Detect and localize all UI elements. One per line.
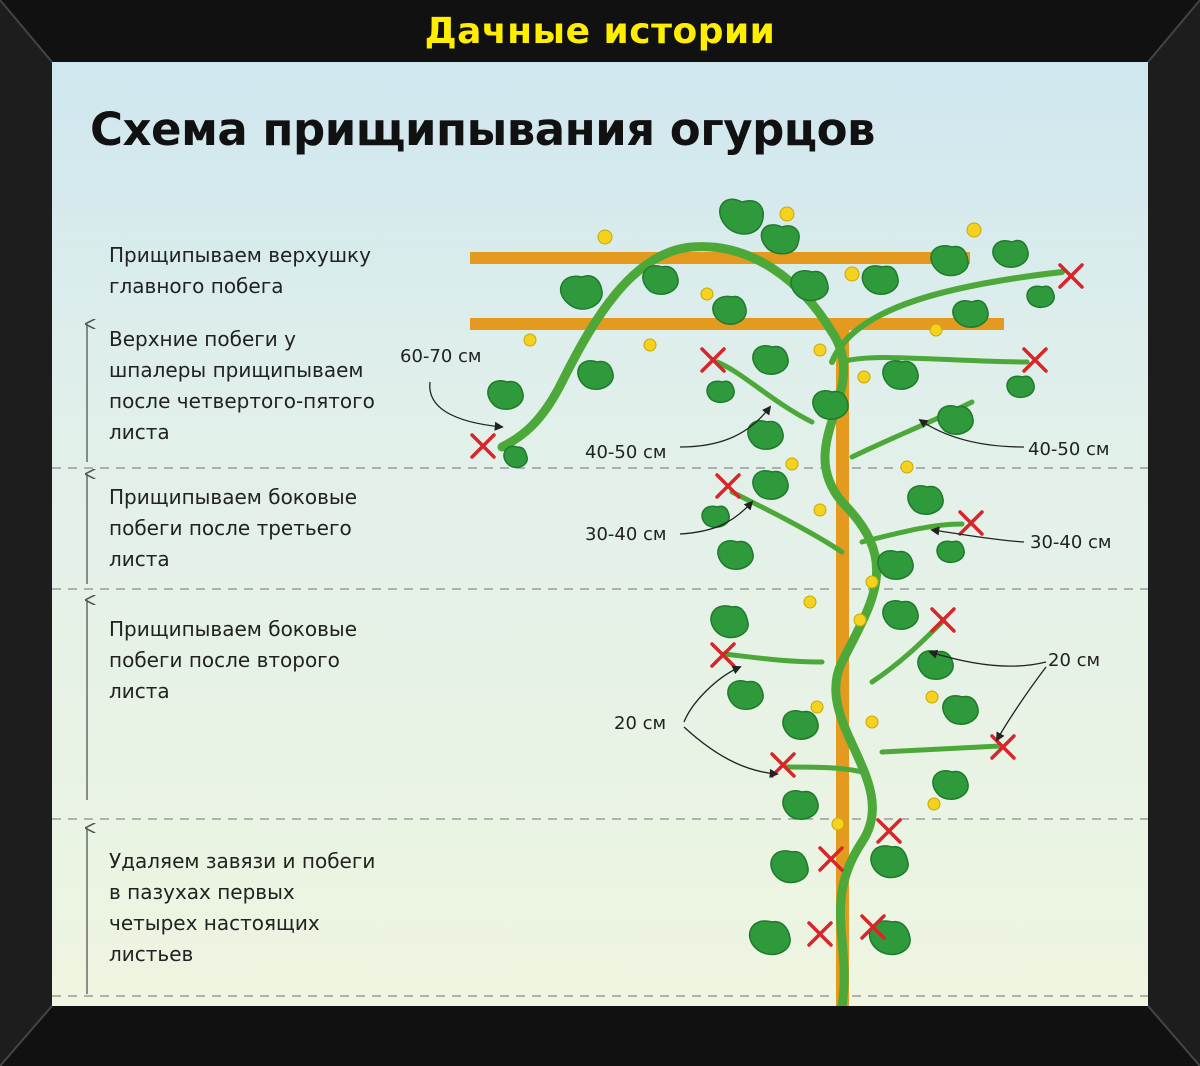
cucumber-diagram	[52, 198, 1148, 1006]
diagram-panel: Схема прищипывания огурцов Прищипываем в…	[52, 62, 1148, 1006]
measure-30-40-left: 30-40 см	[585, 524, 667, 545]
step-upper-shoots: Верхние побеги у шпалеры прищипываем пос…	[109, 327, 375, 444]
measure-30-40-right: 30-40 см	[1030, 532, 1112, 553]
measurement-pointers	[429, 381, 1047, 778]
step-side-shoots-third: Прищипываем боковые побеги после третьег…	[109, 485, 357, 571]
measure-20-right: 20 см	[1048, 650, 1101, 671]
leaf-icon	[487, 198, 1055, 956]
measure-20-left: 20 см	[614, 713, 667, 734]
channel-title: Дачные истории	[424, 11, 776, 52]
step-remove-ovaries: Удаляем завязи и побеги в пазухах первых…	[109, 849, 376, 966]
step-top-pinch: Прищипываем верхушку главного побега	[109, 243, 371, 298]
stage-dividers	[52, 467, 1148, 997]
step-side-shoots-second: Прищипываем боковые побеги после второго…	[109, 617, 357, 703]
flower-icon	[523, 206, 982, 831]
measure-60-70: 60-70 см	[400, 346, 482, 367]
diagram-title: Схема прищипывания огурцов	[90, 103, 876, 156]
pinch-x-icon	[470, 263, 1084, 947]
main-stem	[497, 242, 1065, 1006]
measure-40-50-right: 40-50 см	[1028, 439, 1110, 460]
measure-40-50-left: 40-50 см	[585, 442, 667, 463]
